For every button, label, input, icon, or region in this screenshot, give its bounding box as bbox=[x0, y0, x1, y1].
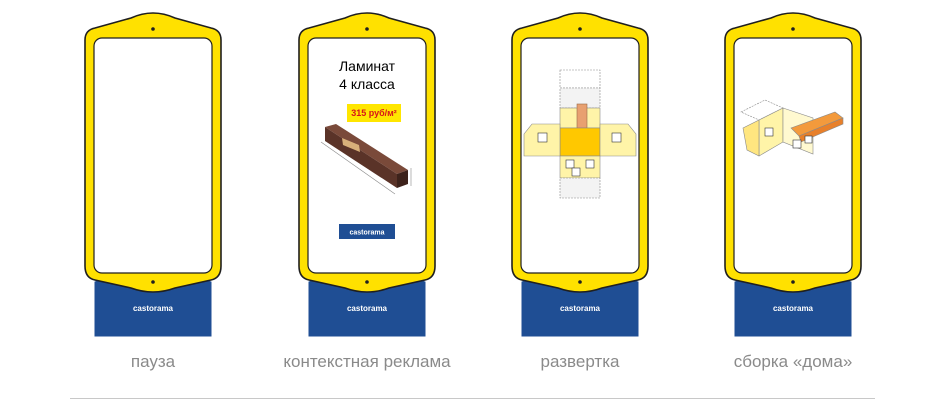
castorama-logo-text: castorama bbox=[349, 230, 384, 237]
base-logo: castorama bbox=[773, 304, 814, 313]
caption-assembly: сборка «дома» bbox=[733, 352, 853, 371]
price-tag: 315 руб/м² bbox=[347, 104, 401, 122]
pillar-unfold: castorama bbox=[500, 0, 660, 345]
panel-unfold: castorama развертка bbox=[500, 0, 660, 401]
pillar-assembly: castorama bbox=[713, 0, 873, 345]
laminate-pack-image bbox=[320, 124, 412, 195]
panel-context-ad: castorama castorama Ламинат 4 класса 315… bbox=[283, 0, 451, 401]
caption-unfold: развертка bbox=[540, 352, 620, 371]
panel-pause: castorama пауза bbox=[73, 0, 233, 401]
house-assembly-image bbox=[740, 99, 844, 157]
base-logo: castorama bbox=[560, 304, 601, 313]
base-logo: castorama bbox=[133, 304, 174, 313]
base-logo: castorama bbox=[347, 304, 388, 313]
ad-title-line1: Ламинат bbox=[338, 58, 396, 74]
caption-pause: пауза bbox=[130, 352, 176, 371]
panel-assembly: castorama сборка «дома» bbox=[713, 0, 873, 401]
ad-title-line2: 4 класса bbox=[339, 76, 395, 92]
castorama-logo bbox=[339, 224, 395, 239]
bottom-divider bbox=[70, 398, 875, 399]
pillar-context-ad: castorama castorama bbox=[287, 0, 447, 345]
pillar-pause: castorama bbox=[73, 0, 233, 345]
house-net-diagram bbox=[523, 69, 637, 199]
caption-context-ad: контекстная реклама bbox=[283, 352, 451, 371]
